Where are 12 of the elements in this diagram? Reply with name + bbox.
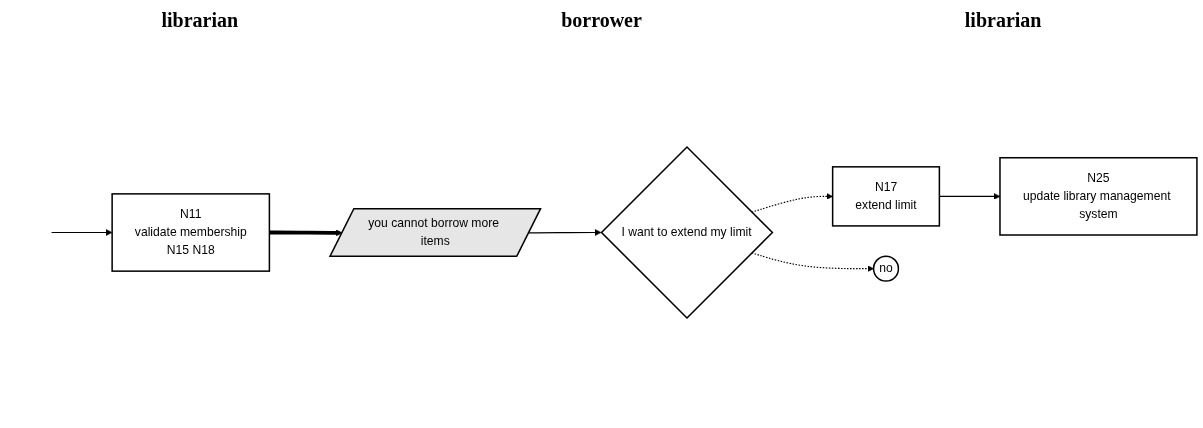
node-circle: no <box>872 255 900 282</box>
node-box: N25 update library management system <box>999 156 1198 236</box>
arrow <box>50 229 113 236</box>
node-box: N11 validate membership N15 N18 <box>111 193 271 272</box>
arrow <box>528 229 602 236</box>
node-box: N17 extend limit <box>831 166 941 227</box>
arrow <box>269 229 343 237</box>
lane-heading: borrower <box>561 8 642 32</box>
lane-heading: librarian <box>161 8 239 32</box>
lane-heading: librarian <box>964 8 1042 32</box>
node-diamond: I want to extend my limit <box>600 145 774 319</box>
arrow <box>751 193 833 213</box>
